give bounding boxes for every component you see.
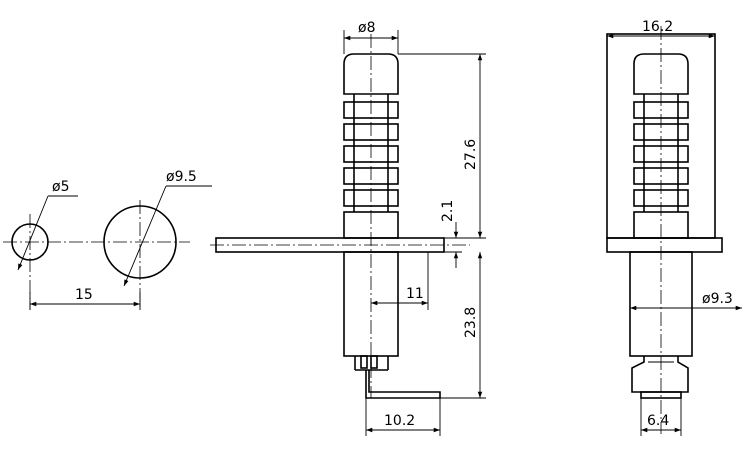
dim-w6-4: 6.4 [647, 413, 669, 429]
front-view: ø8 27.6 2.1 23.8 11 10.2 [210, 20, 486, 436]
dim-d8: ø8 [358, 20, 375, 36]
dim-d9-3: ø9.3 [702, 291, 733, 307]
dim-h27-6: 27.6 [463, 139, 479, 170]
dim-h23-8: 23.8 [463, 307, 479, 338]
dim-w10-2: 10.2 [384, 413, 415, 429]
side-view: 16.2 ø9.3 6.4 [606, 19, 742, 436]
dim-w16-2: 16.2 [642, 19, 673, 35]
dim-d5: ø5 [52, 179, 69, 195]
hole-pattern-view: ø5 ø9.5 15 [3, 169, 212, 310]
dim-t2-1: 2.1 [440, 200, 456, 222]
dim-d9-5: ø9.5 [166, 169, 197, 185]
dim-r11: 11 [406, 286, 424, 302]
dim-spacing: 15 [75, 287, 93, 303]
